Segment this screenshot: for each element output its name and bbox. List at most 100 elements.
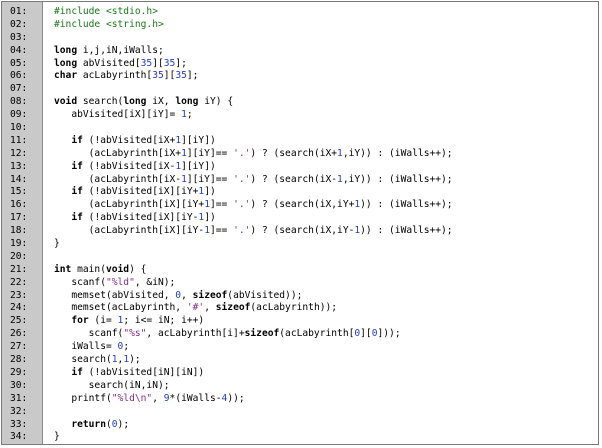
code-text: if (!abVisited[iX-1][iY]) [54, 161, 215, 174]
line-number: 07: [10, 83, 28, 95]
code-token: 1 [337, 173, 343, 185]
code-token: (acLabyrinth[iX- [54, 173, 182, 185]
code-text: if (!abVisited[iX+1][iY]) [54, 134, 216, 148]
code-line: 19:} [2, 238, 600, 251]
code-token: ]; [186, 70, 199, 82]
code-token: ][iY]) [181, 134, 216, 146]
code-token: if [71, 212, 83, 224]
code-line: 11: if (!abVisited[iX+1][iY]) [2, 135, 600, 148]
code-text: memset(acLabyrinth, '#', sizeof(acLabyri… [54, 302, 337, 315]
code-token: search(iN,iN); [54, 379, 170, 391]
code-token: (!abVisited[iX+ [82, 134, 176, 146]
code-line: 10: [2, 122, 600, 135]
code-text: iWalls= 0; [54, 341, 129, 354]
code-token: void [54, 96, 78, 108]
code-token: ][ [152, 57, 164, 69]
code-token: "%s" [123, 328, 147, 340]
code-line: 20: [2, 251, 600, 264]
code-token: , [204, 302, 216, 314]
line-number: 15: [10, 186, 28, 198]
code-token: long [54, 44, 78, 56]
code-token: (abVisited)); [227, 289, 303, 301]
code-token: long [123, 96, 147, 108]
code-token: } [54, 431, 60, 443]
code-token: scanf( [54, 276, 106, 288]
code-text: } [54, 431, 60, 444]
code-line: 04:long i,j,iN,iWalls; [2, 45, 600, 58]
line-number: 12: [10, 147, 28, 159]
code-token: (!abVisited[iX][iY- [82, 212, 199, 224]
line-number: 24: [10, 302, 28, 314]
code-token: memset(abVisited, [54, 289, 176, 301]
code-text: if (!abVisited[iN][iN]) [54, 367, 204, 380]
code-token: 0 [111, 418, 118, 430]
code-token: memset(acLabyrinth, [54, 302, 187, 314]
code-token: , [117, 354, 124, 366]
line-number: 33: [10, 418, 28, 430]
line-number: 25: [10, 315, 28, 327]
code-line: 14: (acLabyrinth[iX-1][iY]== '.') ? (sea… [2, 174, 600, 187]
code-line: 32: [2, 406, 600, 419]
code-token: '.' [233, 225, 251, 237]
code-token: if [71, 186, 83, 198]
line-number: 03: [10, 31, 28, 43]
code-token: , acLabyrinth[i]+ [146, 328, 245, 340]
code-token: char [54, 70, 78, 82]
code-token: ]== [209, 225, 234, 237]
code-token: (acLabyrinth)); [250, 302, 338, 314]
code-line: 16: (acLabyrinth[iX][iY+1]== '.') ? (sea… [2, 199, 600, 212]
code-token: #include <string.h> [54, 18, 164, 30]
line-number: 17: [10, 212, 28, 224]
code-line: 22: scanf("%ld", &iN); [2, 277, 600, 290]
code-text: abVisited[iX][iY]= 1; [54, 109, 192, 122]
code-token: for [71, 315, 89, 327]
code-token: ])); [377, 328, 401, 340]
code-text: scanf("%ld", &iN); [54, 277, 175, 290]
line-number: 01: [10, 6, 28, 17]
code-token: '.' [233, 147, 251, 159]
code-token: ; [123, 341, 130, 353]
line-number: 30: [10, 379, 28, 391]
code-line: 25: for (i= 1; i<= iN; i++) [2, 315, 600, 328]
code-token: )); [227, 392, 245, 404]
code-text: void search(long iX, long iY) { [54, 96, 233, 109]
code-token [54, 186, 71, 197]
code-token: iX, [146, 96, 176, 108]
code-token: 1 [181, 109, 187, 121]
code-token: iWalls= [54, 341, 118, 353]
code-line: 05:long abVisited[35][35]; [2, 58, 600, 71]
code-token: (acLabyrinth[ [279, 328, 355, 340]
code-token [54, 367, 71, 378]
code-line: 21:int main(void) { [2, 264, 600, 277]
code-token: 1 [354, 199, 361, 211]
code-token: (acLabyrinth[iX][iY- [54, 225, 205, 237]
code-token: iY) { [198, 96, 234, 108]
code-token: } [54, 238, 60, 250]
line-number: 14: [10, 173, 28, 185]
code-line: 06:char acLabyrinth[35][35]; [2, 70, 600, 83]
code-token: '#' [186, 302, 205, 314]
code-token: void [105, 263, 130, 275]
code-token: (i= [88, 315, 118, 327]
code-line: 29: if (!abVisited[iN][iN]) [2, 367, 600, 380]
code-text: (acLabyrinth[iX][iY-1]== '.') ? (search(… [54, 225, 453, 238]
line-number: 19: [10, 238, 28, 250]
code-text: #include <stdio.h> [54, 6, 158, 19]
code-token: ]; [175, 57, 187, 69]
code-token: if [71, 366, 83, 378]
code-line: 18: (acLabyrinth[iX][iY-1]== '.') ? (sea… [2, 225, 600, 238]
code-token: 1 [181, 173, 187, 185]
code-token: ][ [360, 328, 372, 340]
code-text: printf("%ld\n", 9*(iWalls-4)); [54, 392, 245, 406]
code-line: 30: search(iN,iN); [2, 380, 600, 393]
code-token: ][iY]== [186, 147, 234, 159]
code-text: (acLabyrinth[iX][iY+1]== '.') ? (search(… [54, 199, 453, 212]
code-line: 12: (acLabyrinth[iX+1][iY]== '.') ? (sea… [2, 148, 600, 161]
line-number: 23: [10, 289, 28, 301]
code-token: i,j,iN,iWalls; [77, 44, 164, 56]
code-token: abVisited[ [77, 57, 141, 69]
code-token [54, 419, 71, 430]
line-number: 32: [10, 405, 28, 417]
code-token [54, 135, 71, 146]
code-token: 1 [198, 212, 205, 224]
